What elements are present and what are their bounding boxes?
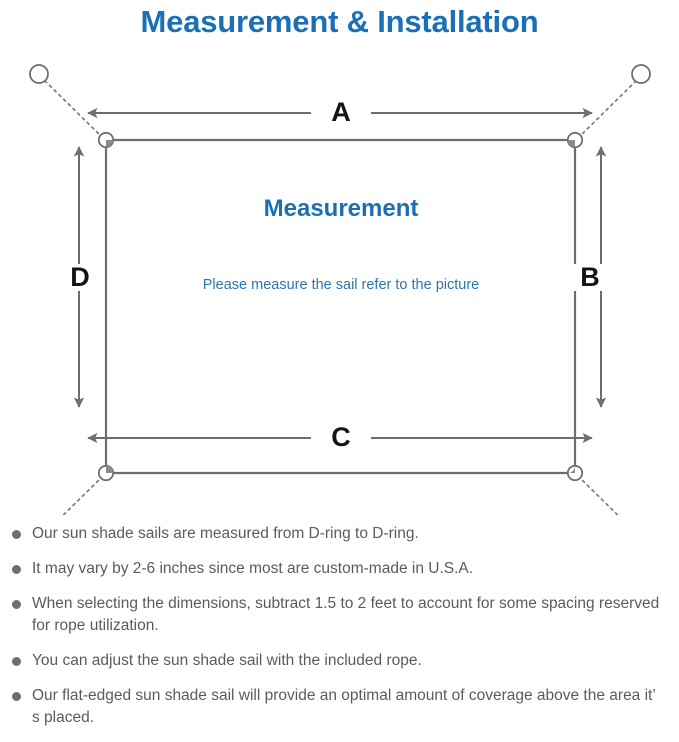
notes-list: Our sun shade sails are measured from D-… [0,523,679,742]
note-text: Our flat-edged sun shade sail will provi… [32,687,656,726]
anchor-points [29,64,651,84]
note-text: When selecting the dimensions, subtract … [32,595,660,634]
bullet-icon [12,600,21,609]
sun-shade-sail-measurement-diagram [29,64,651,515]
d-rings [97,131,584,482]
rope-line-top-left [40,76,104,139]
d-ring-bottom-left [97,464,115,482]
sail-rectangle [104,138,577,475]
list-item: It may vary by 2-6 inches since most are… [0,558,679,580]
bullet-icon [12,565,21,574]
anchor-point-top-right [631,64,651,84]
rope-lines [40,76,641,515]
list-item: Our flat-edged sun shade sail will provi… [0,685,679,729]
d-ring-top-right [566,131,584,149]
rope-line-top-right [577,76,641,139]
rope-line-bottom-right [577,475,619,515]
bullet-icon [12,692,21,701]
page-title: Measurement & Installation [140,4,539,39]
rope-line-bottom-left [62,475,104,515]
bullet-icon [12,657,21,666]
d-ring-bottom-right [566,464,584,482]
note-text: You can adjust the sun shade sail with t… [32,652,422,669]
note-text: Our sun shade sails are measured from D-… [32,525,419,542]
note-text: It may vary by 2-6 inches since most are… [32,560,474,577]
list-item: Our sun shade sails are measured from D-… [0,523,679,545]
anchor-point-top-left [29,64,49,84]
list-item: You can adjust the sun shade sail with t… [0,650,679,672]
list-item: When selecting the dimensions, subtract … [0,593,679,637]
d-ring-top-left [97,131,115,149]
bullet-icon [12,530,21,539]
